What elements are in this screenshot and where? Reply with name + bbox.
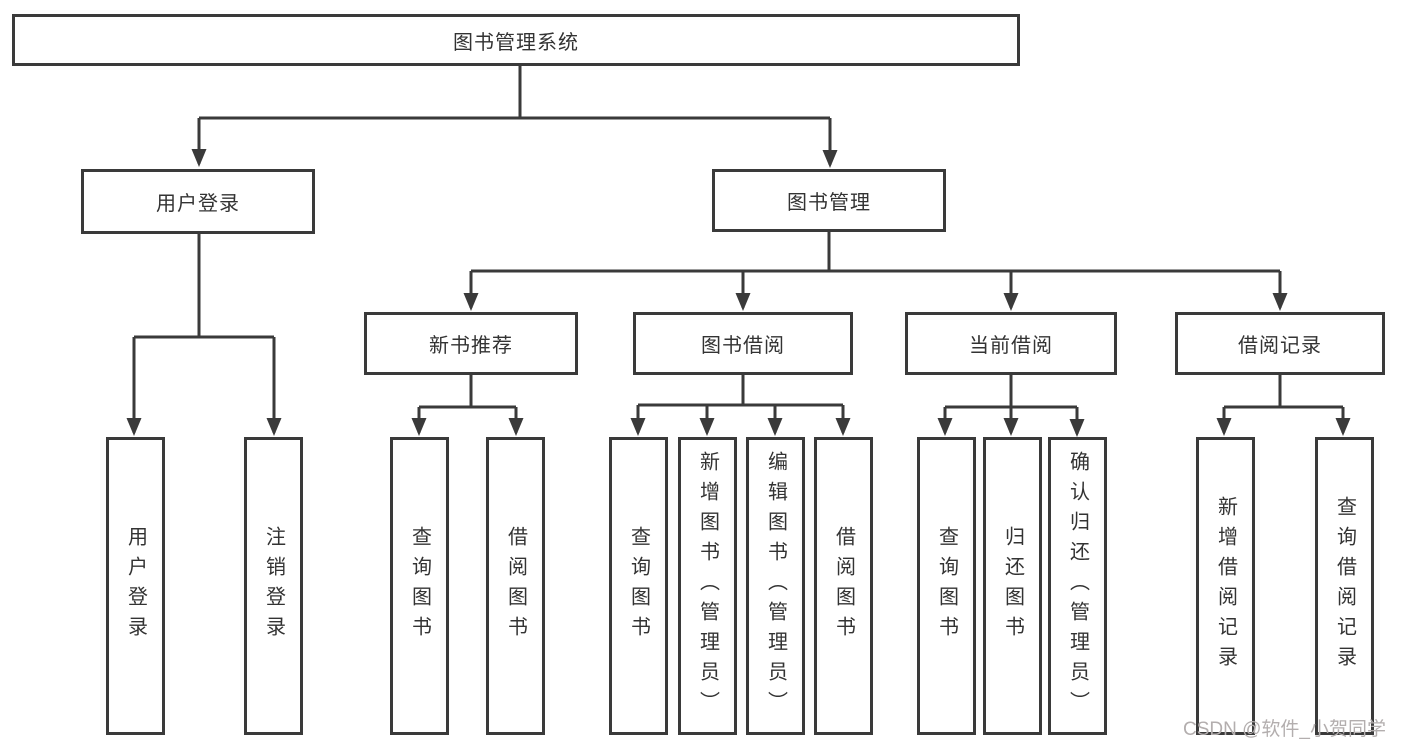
node-borrow-records-label: 借阅记录 [1238,335,1322,357]
node-user-login: 用户登录 [81,169,315,234]
leaf-add-book-admin-label: 新增图书（管理员） [696,451,719,721]
node-new-book-recommend-label: 新书推荐 [429,335,513,357]
leaf-query-books-recommend-label: 查询图书 [408,526,431,646]
node-book-borrow-label: 图书借阅 [701,335,785,357]
leaf-query-books-borrow: 查询图书 [609,437,668,735]
leaf-borrow-books: 借阅图书 [814,437,873,735]
leaf-query-books-current: 查询图书 [917,437,976,735]
node-new-book-recommend: 新书推荐 [364,312,578,375]
node-user-login-label: 用户登录 [156,193,240,215]
leaf-borrow-books-label: 借阅图书 [832,526,855,646]
node-root-system: 图书管理系统 [12,14,1020,66]
leaf-query-books-current-label: 查询图书 [935,526,958,646]
leaf-query-borrow-record: 查询借阅记录 [1315,437,1374,735]
leaf-user-login: 用户登录 [106,437,165,735]
node-borrow-records: 借阅记录 [1175,312,1385,375]
leaf-query-borrow-record-label: 查询借阅记录 [1333,496,1356,676]
leaf-borrow-books-recommend-label: 借阅图书 [504,526,527,646]
leaf-add-borrow-record-label: 新增借阅记录 [1214,496,1237,676]
leaf-add-borrow-record: 新增借阅记录 [1196,437,1255,735]
node-book-borrow: 图书借阅 [633,312,853,375]
leaf-confirm-return-admin: 确认归还（管理员） [1048,437,1107,735]
node-book-management: 图书管理 [712,169,946,232]
leaf-edit-book-admin: 编辑图书（管理员） [746,437,805,735]
leaf-query-books-recommend: 查询图书 [390,437,449,735]
leaf-logout-label: 注销登录 [262,526,285,646]
leaf-return-books: 归还图书 [983,437,1042,735]
leaf-logout: 注销登录 [244,437,303,735]
leaf-add-book-admin: 新增图书（管理员） [678,437,737,735]
leaf-borrow-books-recommend: 借阅图书 [486,437,545,735]
leaf-edit-book-admin-label: 编辑图书（管理员） [764,451,787,721]
leaf-confirm-return-admin-label: 确认归还（管理员） [1066,451,1089,721]
leaf-return-books-label: 归还图书 [1001,526,1024,646]
node-book-management-label: 图书管理 [787,192,871,214]
leaf-user-login-label: 用户登录 [124,526,147,646]
watermark-text: CSDN @软件_小贺同学 [1183,719,1386,740]
node-current-borrow: 当前借阅 [905,312,1117,375]
node-root-label: 图书管理系统 [453,31,579,54]
node-current-borrow-label: 当前借阅 [969,335,1053,357]
leaf-query-books-borrow-label: 查询图书 [627,526,650,646]
